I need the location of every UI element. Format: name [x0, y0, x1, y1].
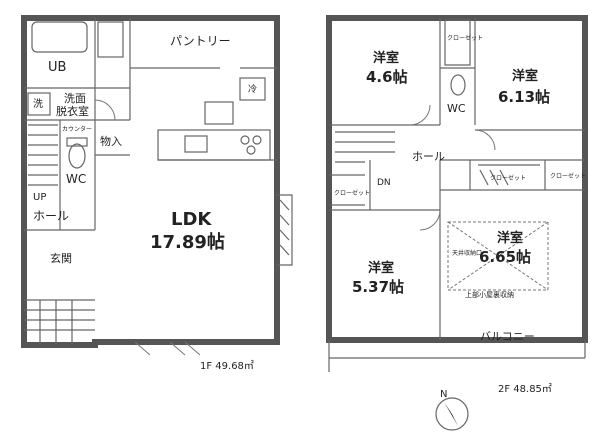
room-b-size: 6.13帖	[498, 88, 550, 106]
vanity-icon	[97, 21, 124, 58]
floor-1-plan: UB 洗 洗面 脱衣室 パントリー 冷 カウンター 物入 WC UP ホール 玄…	[21, 15, 293, 372]
hall-1f-label: ホール	[33, 209, 69, 223]
wc-2f-label: WC	[447, 102, 466, 115]
north-arrow-icon	[444, 402, 458, 426]
north-label: N	[440, 389, 447, 400]
ub-label: UB	[48, 60, 66, 75]
washroom-label-2: 脱衣室	[56, 104, 89, 118]
sink-icon	[184, 135, 208, 153]
attic-storage-label: 上部小屋裏収納	[465, 290, 514, 299]
closet-a-label: クローゼット	[447, 34, 483, 42]
ldk-name: LDK	[171, 209, 212, 230]
compass-icon	[435, 397, 469, 431]
balcony-label: バルコニー	[480, 330, 535, 343]
hall-2f-label: ホール	[412, 150, 445, 163]
door-washroom	[94, 99, 116, 121]
toilet-2f-icon	[450, 74, 466, 96]
room-d-size: 6.65帖	[479, 248, 531, 266]
toilet-icon	[68, 143, 86, 169]
washer-label: 洗	[33, 98, 43, 110]
room-c-size: 5.37帖	[352, 278, 404, 296]
up-label: UP	[33, 192, 46, 203]
stove-icon	[240, 135, 250, 145]
room-a-size: 4.6帖	[366, 68, 408, 86]
pantry-label: パントリー	[170, 34, 231, 48]
kitchen-counter-icon	[157, 129, 271, 161]
room-c-name: 洋室	[368, 260, 394, 276]
stairs-2f-icon	[335, 131, 395, 163]
stairs-1f-icon	[28, 124, 58, 186]
washroom-label-1: 洗面	[64, 92, 86, 105]
range-hood-icon	[204, 101, 234, 125]
fridge-label: 冷	[248, 83, 257, 95]
washer-icon	[27, 92, 51, 116]
closet-right-label: クローゼット	[550, 172, 586, 180]
closet-mid-label: クローゼット	[490, 174, 526, 182]
ldk-size: 17.89帖	[150, 231, 225, 253]
room-d-name: 洋室	[497, 230, 523, 246]
ceiling-storage-entry-label: 天井収納口	[452, 249, 482, 257]
storage-label: 物入	[100, 134, 122, 148]
fridge-icon	[239, 77, 266, 101]
floor2-area: 2F 48.85㎡	[498, 383, 552, 395]
bathtub-icon	[31, 21, 88, 53]
counter-label: カウンター	[62, 125, 92, 133]
entrance-label: 玄関	[50, 251, 72, 265]
room-a-name: 洋室	[373, 50, 399, 66]
closet-left-label: クローゼット	[334, 189, 370, 197]
compass: N	[435, 389, 469, 431]
attic-storage-area	[447, 221, 549, 291]
floor-2-plan: 洋室 4.6帖 クローゼット 洋室 6.13帖 WC ホール DN クローゼット…	[326, 15, 588, 395]
dn-label: DN	[377, 178, 391, 188]
room-b-name: 洋室	[512, 68, 538, 84]
floor1-area: 1F 49.68㎡	[200, 360, 254, 372]
wc-1f-label: WC	[66, 172, 86, 186]
